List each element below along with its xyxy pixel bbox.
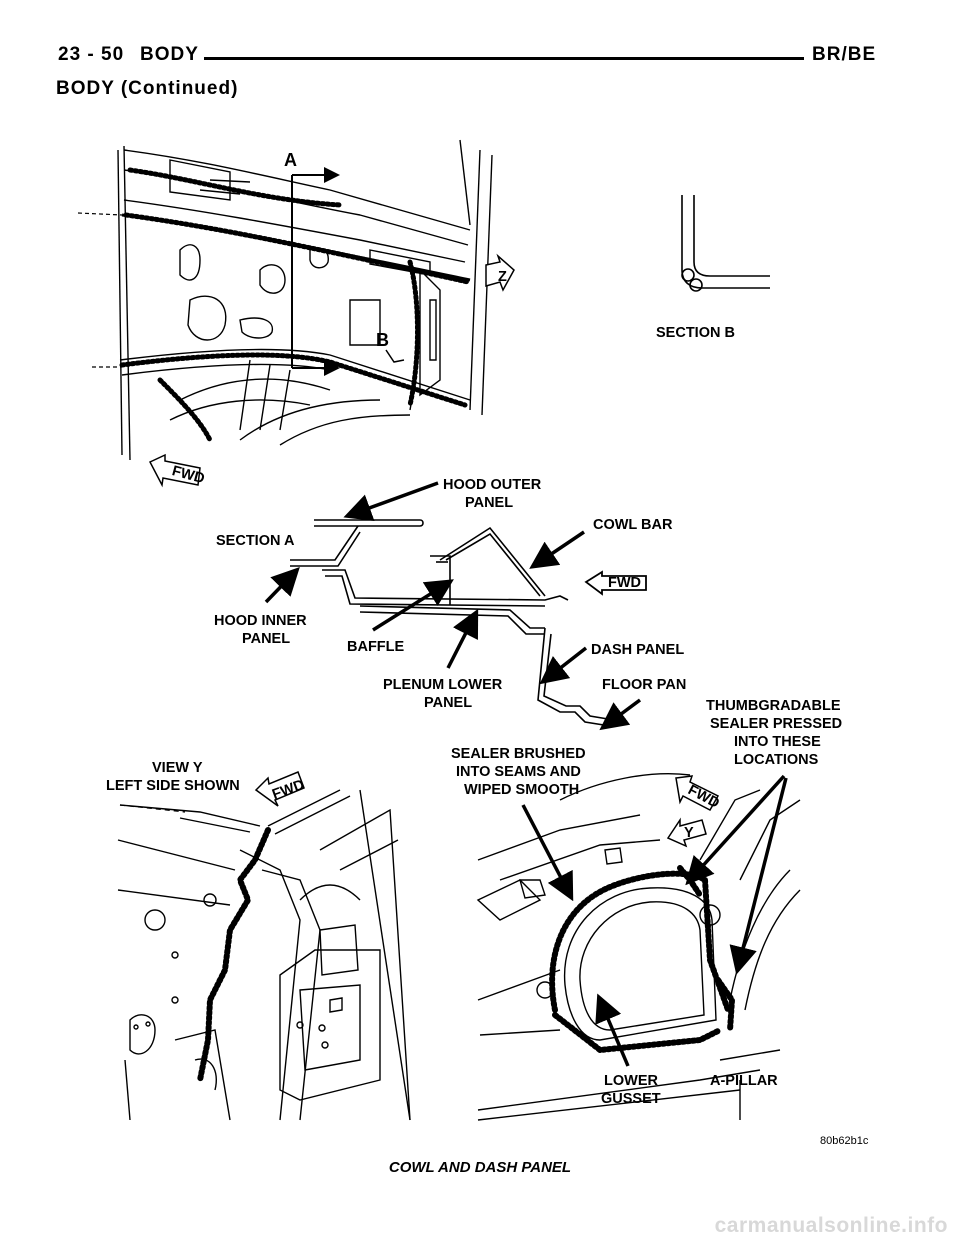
section-b-label: SECTION B bbox=[656, 325, 735, 341]
fwd-arrow-icon-mid: FWD bbox=[584, 570, 647, 596]
section-b-drawing bbox=[681, 195, 770, 292]
fwd-arrow-icon-bottom-right: FWD bbox=[675, 775, 722, 812]
fwd-arrow-icon-view-y: FWD bbox=[254, 771, 307, 807]
sealer-brushed-label-3: WIPED SMOOTH bbox=[464, 782, 579, 798]
view-y-label-1: VIEW Y bbox=[152, 760, 203, 776]
view-y-drawing bbox=[117, 789, 411, 1121]
continued-heading: BODY (Continued) bbox=[56, 78, 239, 99]
figure-caption: COWL AND DASH PANEL bbox=[388, 1159, 572, 1176]
thumbgradable-label-2: SEALER PRESSED bbox=[710, 716, 842, 732]
dashed-lines-top bbox=[77, 212, 123, 368]
view-z-label: Z bbox=[498, 269, 507, 285]
baffle-label: BAFFLE bbox=[347, 639, 405, 655]
lower-gusset-label-2: GUSSET bbox=[601, 1091, 661, 1107]
cowl-bar-label: COWL BAR bbox=[593, 517, 673, 533]
thumbgradable-label-3: INTO THESE bbox=[734, 734, 821, 750]
lower-gusset-label-1: LOWER bbox=[604, 1073, 658, 1089]
dash-panel-label: DASH PANEL bbox=[591, 642, 684, 658]
floor-pan-label: FLOOR PAN bbox=[602, 677, 686, 693]
page-number: 23 - 50 bbox=[58, 44, 125, 65]
watermark: carmanualsonline.info bbox=[714, 1214, 948, 1237]
dashed-lines-view-y bbox=[119, 804, 186, 813]
hood-inner-panel-label-2: PANEL bbox=[242, 631, 290, 647]
plenum-lower-panel-label-2: PANEL bbox=[424, 695, 472, 711]
section-a-label: SECTION A bbox=[216, 533, 295, 549]
a-pillar-area-drawing bbox=[476, 773, 801, 1121]
hood-inner-panel-label-1: HOOD INNER bbox=[214, 613, 307, 629]
section-a-leader-lines bbox=[264, 481, 642, 731]
plenum-lower-panel-label-1: PLENUM LOWER bbox=[383, 677, 503, 693]
section-a-cut-arrows bbox=[291, 167, 340, 376]
cowl-perspective-drawing bbox=[117, 139, 493, 461]
bottom-right-leader-lines bbox=[521, 774, 788, 1067]
hood-outer-panel-label-2: PANEL bbox=[465, 495, 513, 511]
view-y-arrow-icon: Y bbox=[666, 817, 707, 848]
fwd-label-mid: FWD bbox=[608, 575, 641, 591]
sealer-beads-top bbox=[119, 167, 471, 443]
section-title: BODY bbox=[140, 44, 199, 65]
view-b-label: B bbox=[376, 330, 389, 350]
sealer-brushed-label-2: INTO SEAMS AND bbox=[456, 764, 581, 780]
sealer-beads-view-y bbox=[197, 827, 271, 1083]
hood-outer-panel-label-1: HOOD OUTER bbox=[443, 477, 542, 493]
a-pillar-label: A-PILLAR bbox=[710, 1073, 778, 1089]
sealer-brushed-label-1: SEALER BRUSHED bbox=[451, 746, 586, 762]
view-y-label-2: LEFT SIDE SHOWN bbox=[106, 778, 240, 794]
fwd-arrow-icon-top: FWD bbox=[148, 453, 206, 488]
view-b-arrow bbox=[385, 349, 405, 363]
figure-code: 80b62b1c bbox=[820, 1135, 869, 1147]
view-a-label: A bbox=[284, 150, 297, 170]
header-rule bbox=[204, 57, 804, 60]
view-y-arrow-label: Y bbox=[684, 825, 694, 841]
sealer-beads-bottom-right bbox=[549, 865, 736, 1054]
view-z-arrow-icon: Z bbox=[485, 253, 515, 292]
thumbgradable-label-4: LOCATIONS bbox=[734, 752, 819, 768]
model-code: BR/BE bbox=[812, 44, 877, 65]
thumbgradable-label-1: THUMBGRADABLE bbox=[706, 698, 841, 714]
